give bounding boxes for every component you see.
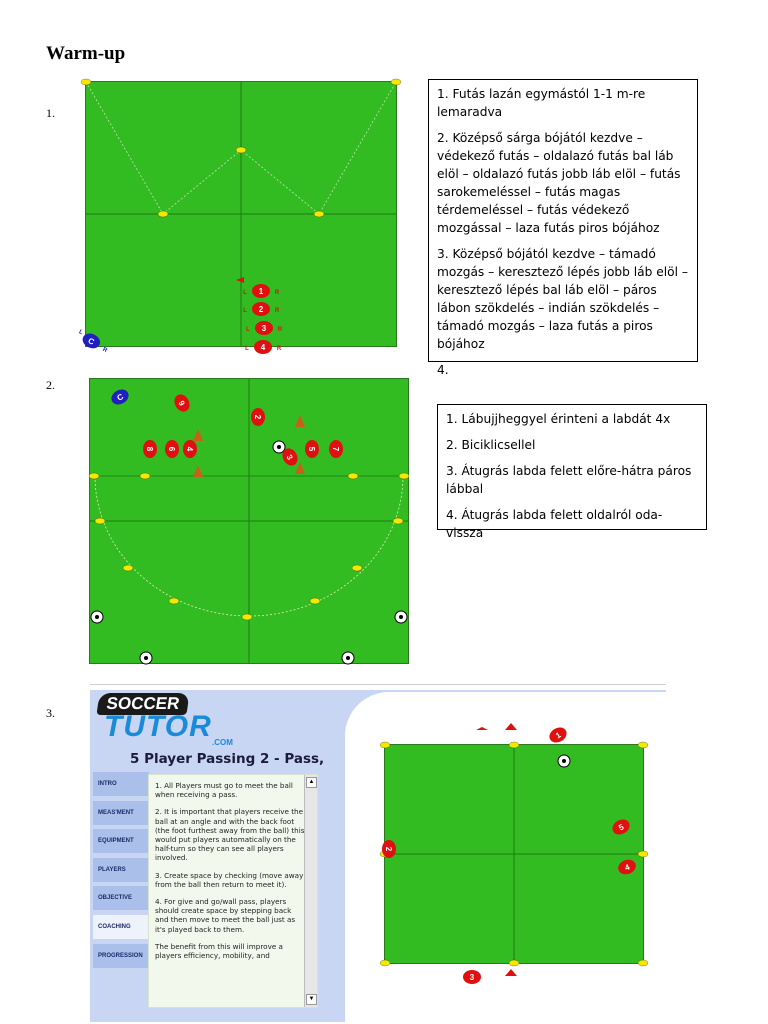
svg-text:1: 1 (554, 730, 563, 740)
divider (90, 684, 666, 685)
coaching-paragraph: 2. It is important that players receive … (155, 807, 305, 863)
svg-text:R: R (275, 308, 280, 314)
svg-text:5: 5 (617, 822, 626, 832)
menu-item-players[interactable]: PLAYERS (93, 857, 149, 882)
instruction-item: 4. Átugrás labda felett oldalról oda-vis… (446, 508, 663, 540)
instruction-item: 4. (437, 363, 449, 377)
pitch-diagram-2: 8 6 4 9 2 5 3 7 C (88, 378, 410, 665)
menu-item-coaching[interactable]: COACHING (93, 914, 149, 939)
svg-text:8: 8 (145, 447, 154, 452)
scrollbar[interactable]: ▲ ▼ (304, 775, 317, 1007)
instruction-item: 1. Futás lazán egymástól 1-1 m-re lemara… (437, 87, 646, 119)
svg-text:4: 4 (624, 862, 632, 872)
coach-player-icon: C L R (78, 329, 109, 355)
menu-item-intro[interactable]: INTRO (93, 772, 149, 796)
d2-coach-label: C (115, 392, 125, 403)
instruction-item: 2. Középső sárga bójától kezdve – védeke… (437, 131, 681, 235)
page-title: Warm-up (46, 43, 126, 64)
svg-text:L: L (78, 329, 84, 336)
d3-player-3-icon: 3 (463, 970, 481, 984)
svg-text:7: 7 (331, 447, 340, 452)
svg-text:3: 3 (285, 453, 295, 462)
cone-red-icon (505, 723, 517, 730)
coaching-paragraph: 3. Create space by checking (move away f… (155, 870, 304, 889)
menu-item-progression[interactable]: PROGRESSION (93, 943, 149, 968)
soccer-tutor-panel: SOCCER TUTOR .COM 5 Player Passing 2 - P… (90, 690, 666, 1022)
svg-text:3: 3 (470, 973, 475, 982)
instruction-item: 3. Középső bójától kezdve – támadó mozgá… (437, 247, 688, 351)
menu-item-equipment[interactable]: EQUIPMENT (93, 829, 149, 854)
d1-player-1-label: 1 (259, 287, 264, 296)
instruction-item: 2. Biciklicsellel (446, 438, 536, 452)
svg-text:4: 4 (185, 447, 194, 452)
coaching-paragraph: The benefit from this will improve a pla… (155, 941, 283, 961)
coaching-paragraph: 4. For give and go/wall pass, players sh… (155, 897, 296, 934)
menu-item-measurement[interactable]: MEAS'MENT (93, 800, 149, 825)
coaching-text-panel: 1. All Players must go to meet the ball … (148, 774, 318, 1008)
d1-coach-label: C (87, 336, 96, 347)
menu-item-objective[interactable]: OBJECTIVE (93, 886, 149, 911)
svg-text:L: L (243, 290, 247, 296)
d1-player-4-label: 4 (261, 343, 266, 352)
svg-text:R: R (101, 347, 108, 355)
section-number-1: 1. (46, 106, 55, 120)
scroll-up-icon[interactable]: ▲ (306, 777, 317, 788)
section-number-2: 2. (46, 378, 55, 392)
svg-text:L: L (243, 308, 247, 314)
drill-title: 5 Player Passing 2 - Pass, (130, 751, 325, 767)
logo-tutor: TUTOR (104, 710, 212, 743)
svg-text:2: 2 (253, 415, 262, 420)
pitch-diagram-2-drawing: 8 6 4 9 2 5 3 7 C (88, 379, 410, 665)
svg-text:6: 6 (167, 447, 176, 452)
tutor-menu: INTRO MEAS'MENT EQUIPMENT PLAYERS OBJECT… (93, 772, 149, 972)
pitch-diagram-3: 2 5 4 (379, 741, 649, 967)
instruction-item: 3. Átugrás labda felett előre-hátra páro… (446, 464, 692, 496)
section-number-3: 3. (46, 706, 55, 720)
svg-text:R: R (275, 290, 280, 296)
svg-text:L: L (246, 327, 250, 333)
instruction-item: 1. Lábujjheggyel érinteni a labdát 4x (446, 412, 671, 426)
d1-player-2-label: 2 (259, 305, 264, 314)
pitch-diagram-3-drawing: 2 5 4 (379, 741, 649, 967)
coaching-paragraph: 1. All Players must go to meet the ball … (155, 781, 293, 800)
svg-text:L: L (245, 346, 249, 352)
cone-red-icon (505, 969, 517, 976)
svg-text:9: 9 (177, 399, 187, 408)
svg-text:R: R (277, 346, 282, 352)
instructions-box-2: 1. Lábujjheggyel érinteni a labdát 4x 2.… (437, 404, 707, 540)
d3-player-1-icon: 1 (476, 727, 567, 743)
logo-com: .COM (212, 738, 233, 747)
instructions-box-1: 1. Futás lazán egymástól 1-1 m-re lemara… (428, 79, 698, 377)
svg-text:2: 2 (384, 847, 393, 852)
svg-text:5: 5 (307, 447, 316, 452)
d1-player-3-label: 3 (262, 324, 267, 333)
scroll-down-icon[interactable]: ▼ (306, 994, 317, 1005)
svg-text:R: R (278, 327, 283, 333)
